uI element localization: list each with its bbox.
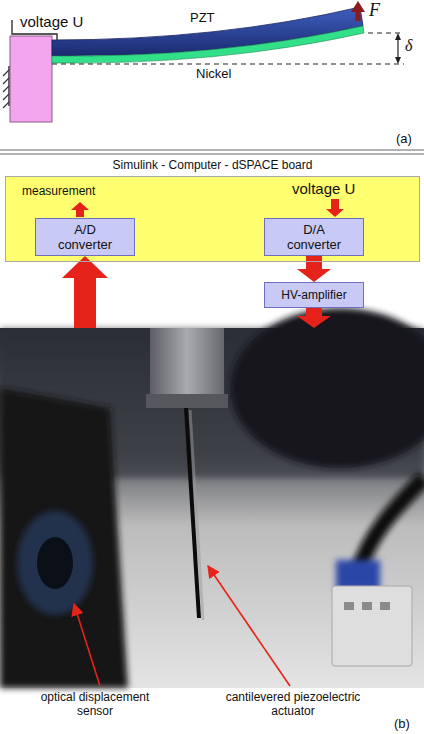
cable [358, 478, 424, 573]
box-label: D/A converter [278, 222, 350, 252]
sensor-lens [17, 511, 93, 615]
setup-photo [0, 308, 424, 688]
voltage-label: voltage U [20, 13, 83, 30]
layer-label: PZT [190, 11, 215, 26]
cantilever-figure [3, 1, 404, 122]
board-heading: Simulink - Computer - dSPACE board [6, 158, 419, 172]
deflection-arrowhead [395, 33, 401, 40]
force-arrowhead [351, 1, 365, 12]
force-label: F [369, 0, 380, 21]
piezo-actuator [186, 408, 199, 618]
deflection-arrowhead [395, 57, 401, 64]
panel-label: (b) [394, 716, 410, 731]
deflection-arrow [397, 37, 398, 60]
part-label: optical displacement sensor [30, 690, 160, 718]
sensor-body [0, 388, 128, 688]
leader-arrow [208, 566, 290, 686]
separator-line [0, 149, 424, 150]
connector-pin [380, 602, 390, 610]
panel-label: (a) [396, 132, 412, 147]
connector-pin [344, 602, 354, 610]
voltage-arrow [326, 199, 344, 217]
board-fill [5, 176, 420, 262]
sensor-lens [37, 537, 73, 589]
amplifier-box: HV-amplifier [264, 282, 364, 308]
clamp-block [10, 36, 52, 122]
converter-box: A/D converter [35, 218, 135, 256]
rest-line [52, 64, 404, 65]
nickel-layer [52, 26, 364, 63]
layer-label: Nickel [196, 67, 231, 82]
signal-label: voltage U [292, 180, 355, 197]
wall-hatch [3, 70, 9, 108]
pzt-layer [52, 7, 363, 56]
deflection-label: δ [405, 37, 412, 55]
box-label: HV-amplifier [281, 288, 346, 302]
connector [332, 586, 412, 666]
part-label: cantilevered piezoelectric actuator [208, 690, 378, 718]
leader-arrow [74, 604, 100, 686]
connector-pin [362, 602, 372, 610]
signal-arrow [297, 256, 331, 282]
photo-shade [230, 308, 424, 468]
metal-clamp [146, 394, 228, 408]
separator-line [0, 153, 424, 154]
tip-line [368, 33, 404, 34]
box-label: A/D converter [49, 222, 121, 252]
signal-arrow [62, 256, 108, 328]
measurement-arrow [71, 202, 89, 217]
signal-label: measurement [22, 185, 95, 199]
photo-panel: optical displacement sensor cantilevered … [0, 328, 424, 734]
converter-box: D/A converter [264, 218, 364, 256]
signal-arrow [297, 308, 331, 328]
